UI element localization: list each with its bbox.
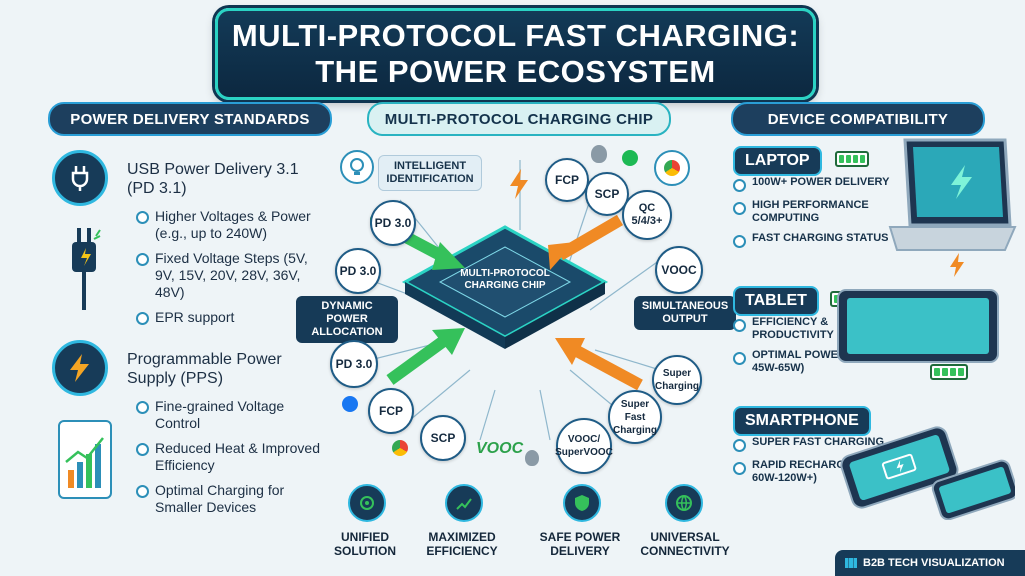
- footer-badge: B2B TECH VISUALIZATION: [835, 550, 1025, 576]
- dynamic-power-label: DYNAMIC POWER ALLOCATION: [296, 296, 398, 343]
- protocol-super-charging: Super Charging: [652, 355, 702, 405]
- list-item: Higher Voltages & Power (e.g., up to 240…: [136, 208, 321, 242]
- protocol-qc: QC 5/4/3+: [622, 190, 672, 240]
- intelligent-identification-label: INTELLIGENT IDENTIFICATION: [378, 155, 482, 191]
- protocol-fcp: FCP: [545, 158, 589, 202]
- benefit-unified: UNIFIED SOLUTION: [334, 530, 396, 558]
- list-item: HIGH PERFORMANCE COMPUTING: [733, 199, 893, 225]
- section-header-left: POWER DELIVERY STANDARDS: [48, 102, 332, 136]
- protocol-pd30: PD 3.0: [330, 340, 378, 388]
- shield-icon: [563, 484, 601, 522]
- protocol-super-fast-charging: Super Fast Charging: [608, 390, 662, 444]
- protocol-scp: SCP: [420, 415, 466, 461]
- list-item: EPR support: [136, 309, 321, 326]
- list-item: SUPER FAST CHARGING: [733, 436, 893, 452]
- lightning-bolt-icon: [508, 168, 530, 205]
- lightning-icon: [52, 340, 108, 396]
- section-header-middle: MULTI-PROTOCOL CHARGING CHIP: [367, 102, 671, 136]
- pps-title: Programmable Power Supply (PPS): [127, 351, 282, 387]
- section-header-right: DEVICE COMPATIBILITY: [731, 102, 985, 136]
- protocol-vooc-supervooc: VOOC/ SuperVOOC: [555, 418, 613, 474]
- protocol-vooc: VOOC: [655, 246, 703, 294]
- chrome-icon: [654, 150, 690, 186]
- facebook-icon: [342, 396, 358, 412]
- protocol-scp: SCP: [585, 172, 629, 216]
- title-banner: MULTI-PROTOCOL FAST CHARGING: THE POWER …: [215, 8, 816, 100]
- list-item: FAST CHARGING STATUS: [733, 232, 893, 248]
- unified-icon: [348, 484, 386, 522]
- pd31-bullets: Higher Voltages & Power (e.g., up to 240…: [136, 208, 321, 326]
- battery-icon: [835, 151, 869, 167]
- pps-bullets: Fine-grained Voltage Control Reduced Hea…: [136, 398, 321, 516]
- footer-text: B2B TECH VISUALIZATION: [863, 557, 1005, 569]
- list-item: Reduced Heat & Improved Efficiency: [136, 440, 321, 474]
- list-item: Fine-grained Voltage Control: [136, 398, 321, 432]
- pd31-title: USB Power Delivery 3.1 (PD 3.1): [127, 161, 299, 197]
- laptop-features: 100W+ POWER DELIVERY HIGH PERFORMANCE CO…: [733, 176, 893, 248]
- list-item: Optimal Charging for Smaller Devices: [136, 482, 321, 516]
- protocol-pd30: PD 3.0: [335, 248, 381, 294]
- apple-icon: [591, 145, 607, 163]
- charger-plug-icon: [66, 222, 106, 312]
- tablet-features: EFFICIENCY & PRODUCTIVITY OPTIMAL POWER …: [733, 316, 893, 375]
- plug-icon: [52, 150, 108, 206]
- protocol-pd30: PD 3.0: [370, 200, 416, 246]
- device-tablet-header: TABLET: [733, 286, 819, 316]
- laptop-icon: [885, 135, 1020, 265]
- device-smartphone-header: SMARTPHONE: [733, 406, 871, 436]
- benefit-universal: UNIVERSAL CONNECTIVITY: [640, 530, 730, 558]
- title-line-1: MULTI-PROTOCOL FAST CHARGING:: [231, 18, 800, 53]
- battery-icon: [930, 364, 968, 380]
- benefit-safe: SAFE POWER DELIVERY: [539, 530, 621, 558]
- title-line-2: THE POWER ECOSYSTEM: [315, 54, 716, 89]
- lightning-bolt-icon: [948, 252, 966, 283]
- spotify-icon: [622, 150, 638, 166]
- chrome-icon: [392, 440, 408, 456]
- lightbulb-icon: [340, 150, 374, 184]
- list-item: EFFICIENCY & PRODUCTIVITY: [733, 316, 893, 342]
- growth-chart-icon: [58, 420, 112, 499]
- chip-label: MULTI-PROTOCOL CHARGING CHIP: [460, 268, 550, 291]
- vooc-logo: VOOC: [476, 440, 524, 457]
- list-item: Fixed Voltage Steps (5V, 9V, 15V, 20V, 2…: [136, 250, 321, 301]
- benefits-row: UNIFIED SOLUTION MAXIMIZED EFFICIENCY SA…: [334, 478, 745, 568]
- globe-icon: [665, 484, 703, 522]
- device-laptop-header: LAPTOP: [733, 146, 822, 176]
- tablet-icon: [835, 285, 1005, 370]
- bar-chart-icon: [845, 558, 857, 568]
- efficiency-chart-icon: [445, 484, 483, 522]
- benefit-efficiency: MAXIMIZED EFFICIENCY: [426, 530, 498, 558]
- list-item: 100W+ POWER DELIVERY: [733, 176, 893, 192]
- protocol-fcp: FCP: [368, 388, 414, 434]
- smartphone-icon: [835, 420, 1019, 525]
- simultaneous-output-label: SIMULTANEOUS OUTPUT: [634, 296, 736, 330]
- apple-icon: [525, 450, 539, 466]
